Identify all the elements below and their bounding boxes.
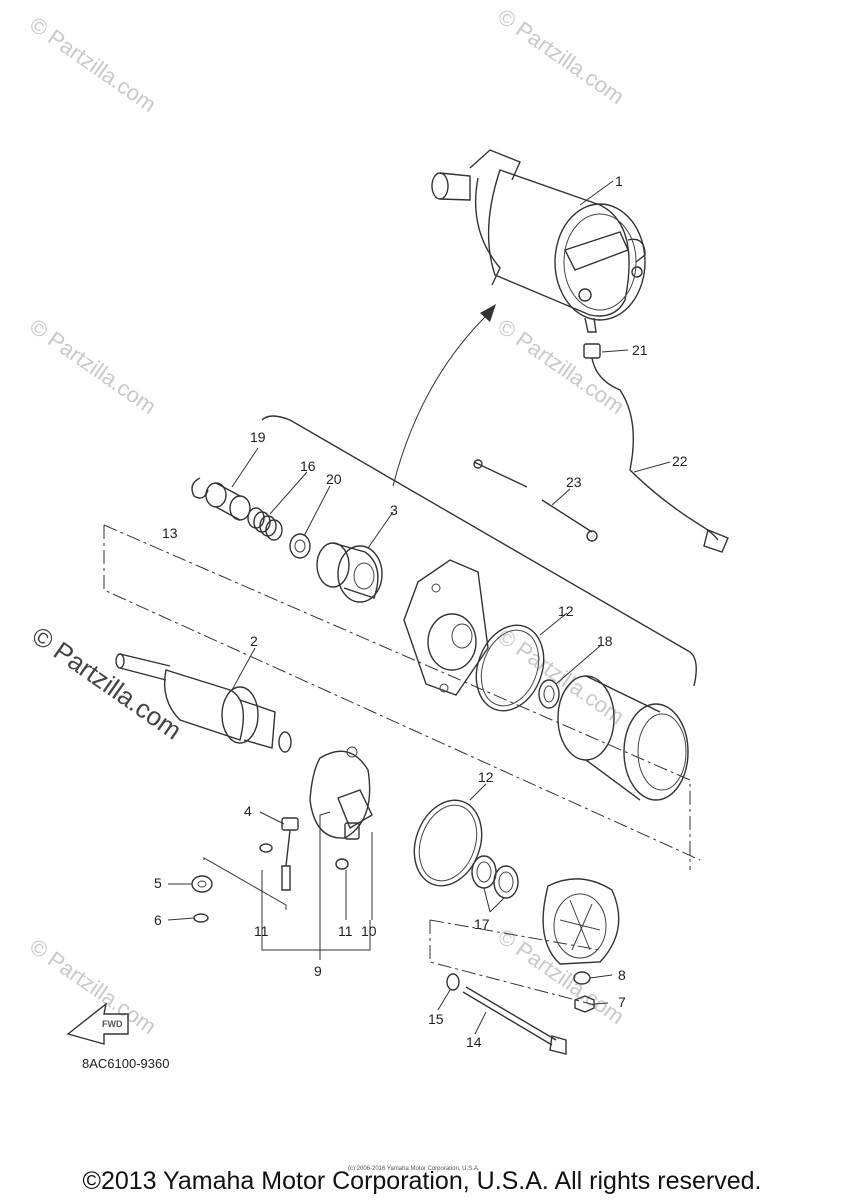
starter-clutch <box>316 542 383 603</box>
collar <box>205 482 251 521</box>
lead-wire <box>583 343 729 553</box>
callout-14: 14 <box>466 1034 482 1050</box>
callout-8: 8 <box>618 967 626 983</box>
callout-22: 22 <box>672 453 688 469</box>
axis-line <box>429 920 596 1006</box>
callout-17: 17 <box>474 916 490 932</box>
rear-cover <box>542 878 620 965</box>
brush <box>335 822 360 870</box>
shims <box>471 855 519 899</box>
footer-copyright: ©2013 Yamaha Motor Corporation, U.S.A. A… <box>83 1167 762 1195</box>
callout-12: 12 <box>478 769 494 785</box>
o-ring-lower-inner <box>418 804 478 882</box>
washer <box>289 533 311 559</box>
yoke <box>557 675 689 801</box>
wire-lead-23 <box>473 459 598 542</box>
callout-20: 20 <box>326 471 342 487</box>
nut-7 <box>574 995 595 1013</box>
o-ring-lower <box>413 799 483 887</box>
callout-19: 19 <box>250 429 266 445</box>
arrow-head <box>480 304 496 322</box>
grommet <box>191 875 213 893</box>
callout-9: 9 <box>314 963 322 979</box>
callout-23: 23 <box>566 474 582 490</box>
brush-terminal <box>259 817 299 891</box>
diagram-code: 8AC6100-9360 <box>82 1056 169 1071</box>
fwd-arrow: FWD <box>66 1002 129 1045</box>
watermark: © Partzilla.com <box>25 314 161 420</box>
watermarks: © Partzilla.com © Partzilla.com © Partzi… <box>25 4 629 1040</box>
watermark: © Partzilla.com <box>493 4 629 110</box>
o-ring-small <box>446 973 460 991</box>
callout-15: 15 <box>428 1011 444 1027</box>
washer-6 <box>193 913 209 923</box>
fwd-label: FWD <box>102 1019 123 1029</box>
callout-2: 2 <box>250 633 258 649</box>
callout-labels: 1 2 3 4 5 6 7 8 9 10 11 11 12 12 13 14 1… <box>154 173 688 1050</box>
callout-1: 1 <box>615 173 623 189</box>
callout-6: 6 <box>154 912 162 928</box>
callout-5: 5 <box>154 875 162 891</box>
circlip <box>191 477 209 499</box>
starter-motor-assembly <box>431 149 646 333</box>
callout-21: 21 <box>632 342 648 358</box>
o-ring <box>475 624 545 712</box>
group-bracket <box>261 415 697 687</box>
small-copyright: (c) 2006-2016 Yamaha Motor Corporation, … <box>348 1166 480 1172</box>
assembly-arrow <box>392 311 491 487</box>
leader-lines <box>167 180 671 1035</box>
through-bolt <box>462 986 567 1055</box>
armature <box>115 653 292 753</box>
callout-4: 4 <box>244 803 252 819</box>
callout-16: 16 <box>300 458 316 474</box>
axis-line <box>429 919 601 951</box>
front-cover <box>403 559 489 696</box>
washer-18 <box>538 679 560 709</box>
callout-11: 11 <box>338 923 353 939</box>
watermark: © Partzilla.com <box>493 924 629 1030</box>
axis-line <box>103 524 691 870</box>
callout-18: 18 <box>597 633 613 649</box>
brush-holder-plate <box>309 746 373 839</box>
axis-line <box>103 525 701 861</box>
callout-12: 12 <box>558 603 574 619</box>
callout-7: 7 <box>618 994 626 1010</box>
watermark-large: © Partzilla.com <box>27 620 188 745</box>
o-ring-inner <box>480 629 540 707</box>
callout-3: 3 <box>390 502 398 518</box>
watermark: © Partzilla.com <box>25 934 161 1040</box>
callout-13: 13 <box>162 525 178 541</box>
watermark: © Partzilla.com <box>25 12 161 118</box>
spring <box>247 507 283 541</box>
callout-10: 10 <box>361 923 377 939</box>
callout-11: 11 <box>254 923 269 939</box>
watermark: © Partzilla.com <box>493 314 629 420</box>
